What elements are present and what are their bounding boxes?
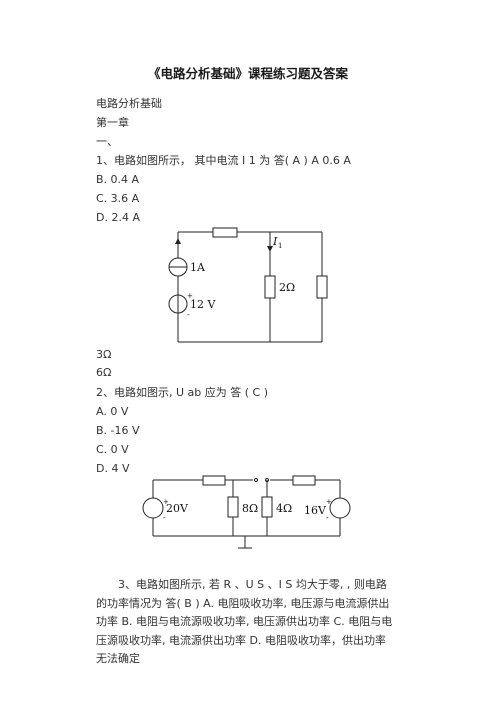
left-plus: + bbox=[163, 498, 169, 506]
left-top-resistor bbox=[202, 475, 226, 486]
current-subscript: 1 bbox=[278, 242, 282, 250]
question-2-option-d: D. 4 V bbox=[96, 462, 130, 475]
resistor-4-label: 4Ω bbox=[276, 502, 292, 515]
left-minus: - bbox=[163, 513, 166, 522]
current-label: I bbox=[272, 235, 278, 248]
resistor-8-ohm bbox=[227, 496, 239, 518]
question-2-option-a: A. 0 V bbox=[96, 405, 129, 418]
resistor-4-ohm bbox=[261, 496, 273, 518]
series-resistor bbox=[212, 227, 238, 238]
resistor-2-ohm bbox=[264, 275, 276, 299]
section-heading: 一、 bbox=[96, 135, 118, 148]
question-1-option-d: D. 2.4 A bbox=[96, 211, 140, 224]
minus-sign: - bbox=[187, 310, 190, 319]
circuit-figure-2: 20V 8Ω 4Ω 16V + - + - bbox=[142, 475, 351, 549]
right-source-label: 16V bbox=[304, 504, 327, 517]
question-2-option-c: C. 0 V bbox=[96, 443, 129, 456]
right-resistor bbox=[316, 275, 328, 299]
question-1-option-b: B. 0.4 A bbox=[96, 173, 140, 186]
right-top-resistor bbox=[292, 475, 316, 486]
current-source-label: 1A bbox=[190, 261, 206, 274]
resistor-2-label: 2Ω bbox=[279, 281, 295, 294]
right-voltage-source bbox=[329, 497, 351, 519]
right-minus: - bbox=[326, 513, 329, 522]
question-2-option-b: B. -16 V bbox=[96, 424, 140, 437]
circuit-figure-1: I 1 1A 12 V 2Ω + - bbox=[168, 227, 328, 343]
subject-heading: 电路分析基础 bbox=[96, 97, 162, 110]
chapter-heading: 第一章 bbox=[96, 116, 129, 129]
right-plus: + bbox=[326, 498, 332, 506]
question-1-extra-6ohm: 6Ω bbox=[96, 366, 112, 379]
question-1-option-c: C. 3.6 A bbox=[96, 192, 140, 205]
left-source-label: 20V bbox=[166, 502, 189, 515]
question-3-text: 3、电路如图所示, 若 R 、U S 、I S 均大于零, , 则电路的功率情况… bbox=[96, 578, 393, 665]
plus-sign: + bbox=[187, 292, 193, 300]
resistor-8-label: 8Ω bbox=[242, 502, 258, 515]
voltage-source-label: 12 V bbox=[190, 298, 216, 311]
question-2-stem: 2、电路如图示, U ab 应为 答 ( C ) bbox=[96, 386, 269, 399]
left-voltage-source bbox=[142, 497, 164, 519]
document-title: 《电路分析基础》课程练习题及答案 bbox=[147, 66, 348, 81]
question-1-extra-3ohm: 3Ω bbox=[96, 348, 112, 361]
question-1-stem: 1、电路如图所示， 其中电流 I 1 为 答( A ) A 0.6 A bbox=[96, 154, 351, 167]
